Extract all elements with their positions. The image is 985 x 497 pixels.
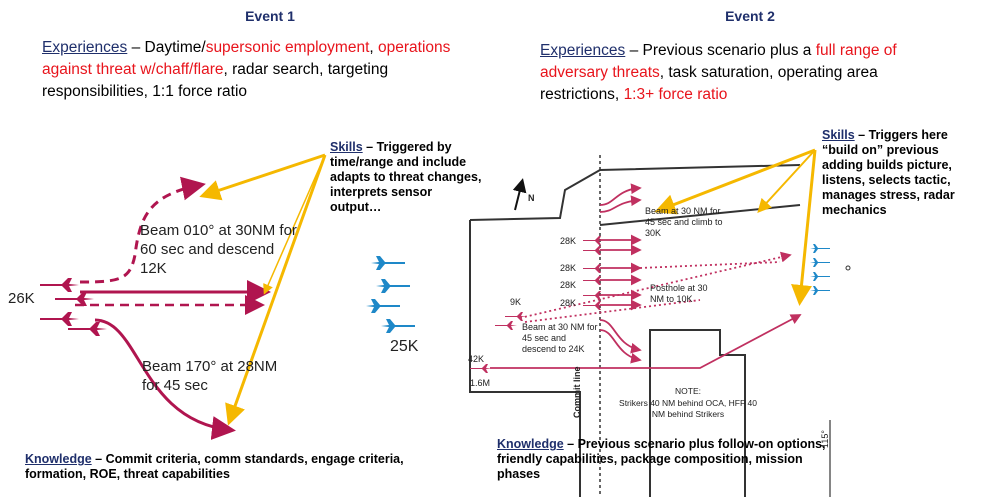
event1-flight-paths [75,176,271,440]
event2-skill-arrows [654,148,817,306]
friendly-aircraft-icon [40,278,79,292]
event2-knowledge: Knowledge – Previous scenario plus follo… [497,437,826,481]
posthole-label: Posthole at 30 NM to 10K [650,283,708,304]
friendly-aircraft-icon [68,322,107,336]
note-text: Strikers 40 NM behind OCA, HFF 40 NM beh… [619,398,757,419]
threat-aircraft-icon [810,286,830,295]
threat-aircraft-icon [810,272,830,281]
threat-aircraft-group [366,256,415,333]
mach-label: 1.6M [470,378,491,388]
event2-title: Event 2 [725,8,775,24]
threat-aircraft-icon [810,258,830,267]
event1-knowledge: Knowledge – Commit criteria, comm standa… [25,452,404,481]
threat-aircraft-icon [371,256,405,270]
north-label: N [528,193,535,203]
friendly-aircraft-icon [40,312,79,326]
friendly-aircraft-icon [583,236,605,245]
event1-experiences: Experiences – Daytime/supersonic employm… [42,39,451,100]
friendly-aircraft-icon [55,292,94,306]
event2-experiences-label: Experiences [540,42,626,59]
friendly-aircraft-icon [583,301,605,310]
event2-experiences: Experiences – Previous scenario plus a f… [540,42,897,103]
beam1-label: Beam 010° at 30NM for 60 sec and descend… [140,222,297,277]
alt-label: 28K [560,280,577,290]
event1-title: Event 1 [245,8,295,24]
event2-skills: Skills – Triggers here “build on” previo… [822,128,955,217]
friendly-altitude-label: 26K [8,290,35,307]
event2-flight-paths [490,183,802,369]
friendly-aircraft-icon [583,246,605,255]
beam-south-path [94,318,236,440]
event1-experiences-label: Experiences [42,39,128,56]
beam2-label: Beam 170° at 28NM for 45 sec [142,358,278,394]
threat-aircraft-icon [810,244,830,253]
alt-42k-label: 42K [468,354,485,364]
alt-9k-label: 9K [510,297,522,307]
event2-knowledge-label: Knowledge [497,437,564,451]
event1-skills: Skills – Triggered by time/range and inc… [330,140,482,214]
event2-skills-label: Skills [822,128,855,142]
commit-line-label: Commit line [572,366,582,418]
beam-bottom-label: Beam at 30 NM for 45 sec and descend to … [522,322,598,354]
note-title: NOTE: [675,386,701,396]
event2-threat-aircraft-group [810,244,830,295]
event1-skill-arrows [199,153,327,426]
friendly-aircraft-icon [583,264,605,273]
event2-friendly-aircraft-group [470,236,605,373]
threat-aircraft-icon [366,299,400,313]
alt-label: 28K [560,263,577,273]
threat-aircraft-icon [381,319,415,333]
friendly-aircraft-icon [583,276,605,285]
friendly-aircraft-icon [505,312,527,321]
alt-label: 28K [560,236,577,246]
friendly-aircraft-icon [470,364,492,373]
alt-label: 28K [560,298,577,308]
marker-icon [845,265,851,271]
friendly-aircraft-group [40,278,107,336]
beam-north-path [79,176,206,284]
threat-altitude-label: 25K [390,338,419,355]
friendly-aircraft-icon [583,291,605,300]
north-arrow-icon [512,178,527,211]
event1-skills-label: Skills [330,140,363,154]
friendly-aircraft-icon [495,321,517,330]
event1-knowledge-label: Knowledge [25,452,92,466]
beam-top-label: Beam at 30 NM for 45 sec and climb to 30… [645,206,723,238]
threat-aircraft-icon [376,279,410,293]
